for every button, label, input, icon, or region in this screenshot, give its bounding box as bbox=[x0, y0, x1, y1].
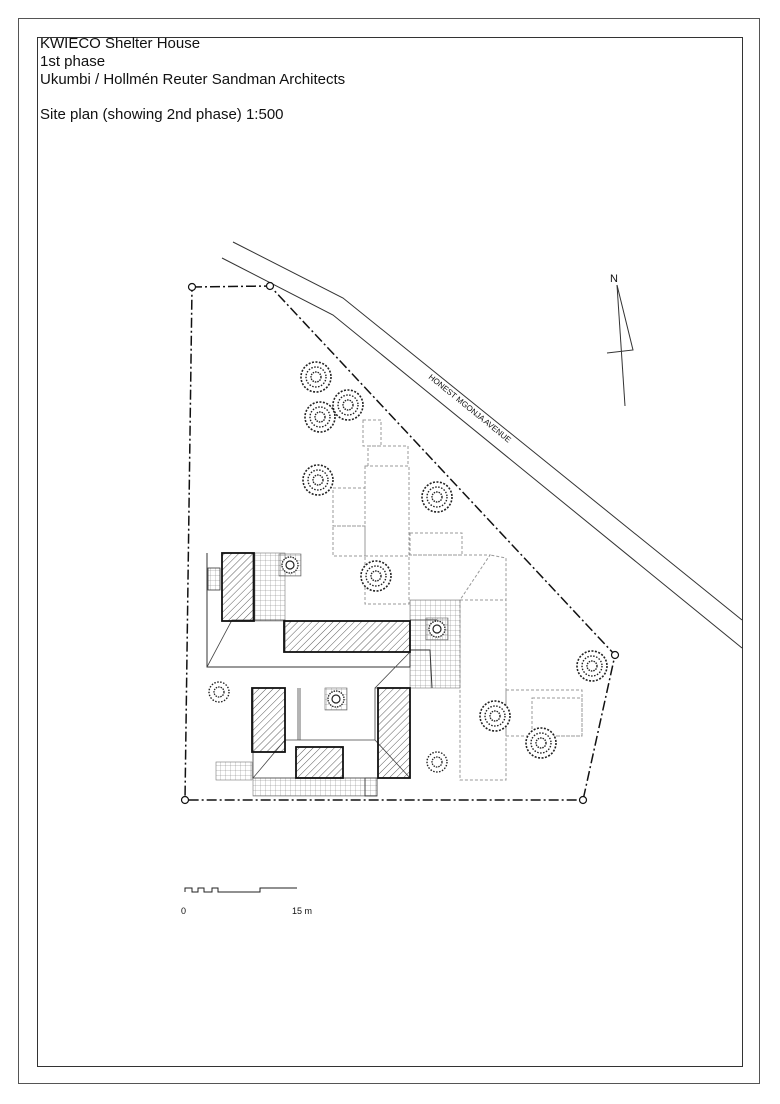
project-phase: 1st phase bbox=[40, 53, 106, 70]
first-phase-buildings bbox=[206, 552, 461, 797]
second-phase-buildings bbox=[332, 419, 583, 781]
north-label: N bbox=[610, 273, 618, 285]
sheet-border-inner bbox=[37, 37, 743, 1067]
road-label: HONEST MGONJA AVENUE bbox=[427, 373, 513, 445]
architect-credit: Ukumbi / Hollmén Reuter Sandman Architec… bbox=[40, 71, 346, 88]
scale-end-label: 15 m bbox=[292, 906, 312, 916]
drawing-description: Site plan (showing 2nd phase) 1:500 bbox=[40, 106, 284, 123]
title-block: KWIECO Shelter House 1st phase Ukumbi / … bbox=[40, 35, 345, 124]
sheet-border-outer bbox=[18, 18, 760, 1084]
site-boundary bbox=[180, 281, 620, 805]
road: HONEST MGONJA AVENUE bbox=[221, 241, 743, 649]
project-title: KWIECO Shelter House bbox=[40, 35, 201, 52]
scale-bar: 0 15 m bbox=[181, 887, 312, 916]
north-arrow-icon: N bbox=[606, 273, 634, 407]
scale-start-label: 0 bbox=[181, 906, 186, 916]
